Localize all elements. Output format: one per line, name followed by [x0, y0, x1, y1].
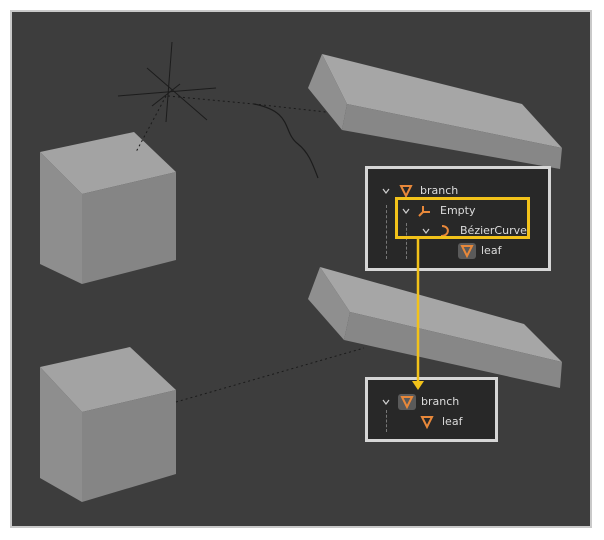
selection-highlight — [395, 197, 530, 239]
branch-box-top[interactable] — [308, 54, 562, 169]
cube-bottom-left[interactable] — [40, 347, 176, 502]
outliner-row-leaf[interactable]: leaf — [368, 413, 496, 431]
outliner-row-label: leaf — [442, 415, 463, 428]
mesh-icon — [399, 185, 413, 198]
outliner-row-label: BézierCurve — [460, 224, 527, 237]
curve-icon — [440, 225, 449, 237]
outliner-panel-bottom[interactable]: branch leaf — [365, 377, 498, 442]
chevron-down-icon[interactable] — [422, 227, 430, 235]
outliner-row-beziercurve[interactable]: BézierCurve — [368, 222, 548, 240]
tree-guide — [386, 205, 387, 259]
branch-box-bottom[interactable] — [308, 267, 562, 388]
tree-guide — [386, 410, 387, 432]
outliner-row-branch[interactable]: branch — [368, 393, 496, 411]
outliner-row-label: leaf — [481, 244, 502, 257]
empty-object[interactable] — [117, 41, 217, 123]
outliner-row-label: Empty — [440, 204, 476, 217]
scene-canvas — [40, 41, 562, 502]
mesh-icon — [458, 243, 476, 259]
bezier-curve[interactable] — [253, 103, 319, 179]
chevron-down-icon[interactable] — [402, 207, 410, 215]
outliner-row-label: branch — [421, 395, 460, 408]
mesh-icon — [398, 394, 416, 410]
outliner-row-empty[interactable]: Empty — [368, 202, 548, 220]
tree-guide — [406, 223, 407, 259]
outliner-row-leaf[interactable]: leaf — [368, 242, 548, 260]
parent-relationship-lines — [135, 95, 365, 403]
cube-top-left[interactable] — [40, 132, 176, 284]
chevron-down-icon[interactable] — [382, 187, 390, 195]
outliner-row-branch[interactable]: branch — [368, 182, 548, 200]
outliner-row-label: branch — [420, 184, 459, 197]
empty-icon — [418, 206, 430, 217]
mesh-icon — [420, 416, 434, 429]
chevron-down-icon[interactable] — [382, 398, 390, 406]
